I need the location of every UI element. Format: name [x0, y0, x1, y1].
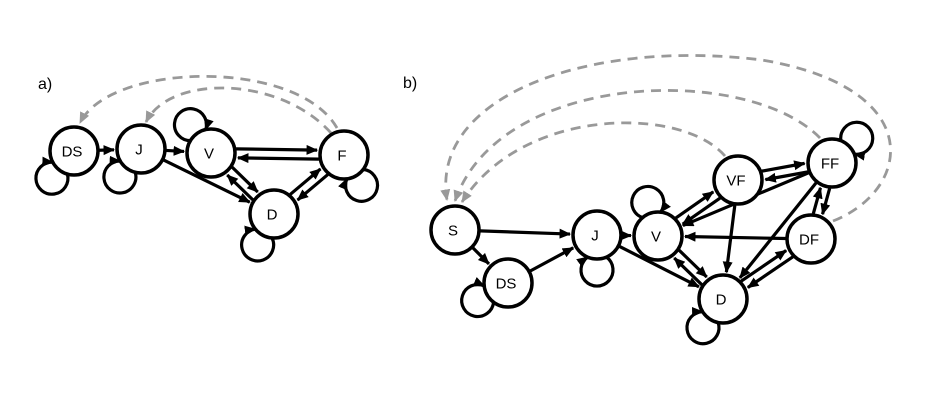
- node-label-FF: FF: [821, 156, 839, 173]
- node-label-S: S: [448, 223, 458, 240]
- self-loop-J: [576, 255, 615, 288]
- node-label-DS: DS: [496, 276, 517, 293]
- dashed-edge-VF-S: [460, 121, 727, 203]
- edge-DF-FF: [811, 186, 823, 215]
- self-loop-V: [172, 107, 214, 143]
- node-DF: [785, 213, 837, 265]
- node-label-J: J: [135, 142, 143, 159]
- node-label-V: V: [651, 229, 661, 246]
- edge-FF-VF: [764, 170, 809, 183]
- edge-DS-J: [529, 246, 575, 273]
- node-label-VF: VF: [726, 173, 745, 190]
- edge-VF-V: [681, 196, 722, 226]
- edge-V-D: [230, 166, 259, 194]
- edge-V-D: [677, 249, 708, 279]
- edge-VF-D: [722, 204, 737, 274]
- edge-VF-FF: [761, 160, 806, 173]
- node-label-J: J: [591, 228, 599, 245]
- node-S: [429, 204, 481, 256]
- edge-DF-V: [683, 231, 787, 242]
- node-label-F: F: [337, 148, 346, 165]
- edge-D-V: [673, 256, 704, 286]
- dashed-edge-FF-S: [453, 89, 822, 202]
- node-DS: [48, 125, 100, 177]
- node-J: [115, 123, 167, 175]
- edge-S-J: [479, 228, 572, 239]
- self-loop-V: [630, 184, 671, 220]
- panel-b: S DS J V VF FF DF Db): [403, 54, 892, 346]
- panel-a: DS J V F Da): [34, 75, 380, 263]
- edge-J-V: [165, 145, 186, 156]
- edge-FF-DF: [820, 187, 832, 216]
- self-loop-DS: [460, 277, 496, 319]
- self-loop-F: [338, 167, 380, 203]
- panel-label-a: a): [38, 76, 52, 93]
- edge-V-VF: [674, 190, 715, 220]
- dashed-edge-F-J: [144, 86, 333, 134]
- edge-D-DF: [740, 249, 788, 283]
- node-label-DS: DS: [62, 144, 83, 161]
- edge-F-D: [296, 173, 329, 202]
- dashed-edge-F-DS: [78, 75, 339, 129]
- node-label-DF: DF: [799, 232, 819, 249]
- panel-label-b: b): [403, 75, 417, 92]
- node-V: [632, 210, 684, 262]
- self-loop-DS: [34, 156, 70, 196]
- edge-D-V: [226, 173, 255, 201]
- node-D: [248, 188, 300, 240]
- edge-J-D: [618, 244, 700, 289]
- node-label-D: D: [267, 207, 278, 224]
- self-loop-D: [685, 306, 721, 346]
- node-label-V: V: [204, 146, 214, 163]
- edge-J-D: [162, 158, 251, 204]
- node-FF: [806, 137, 858, 189]
- edge-D-F: [289, 167, 322, 196]
- self-loop-D: [240, 225, 276, 263]
- edge-S-DS: [471, 246, 491, 266]
- edge-DF-D: [746, 255, 794, 289]
- node-label-D: D: [716, 292, 727, 309]
- node-J: [571, 209, 623, 261]
- edge-FF-D: [738, 181, 818, 279]
- edge-F-V: [236, 153, 319, 164]
- dashed-edge-DF-S: [440, 54, 892, 223]
- node-D: [697, 273, 749, 325]
- self-loop-J: [102, 155, 138, 195]
- edge-V-F: [236, 144, 319, 155]
- node-VF: [712, 154, 764, 206]
- self-loop-FF: [839, 120, 875, 161]
